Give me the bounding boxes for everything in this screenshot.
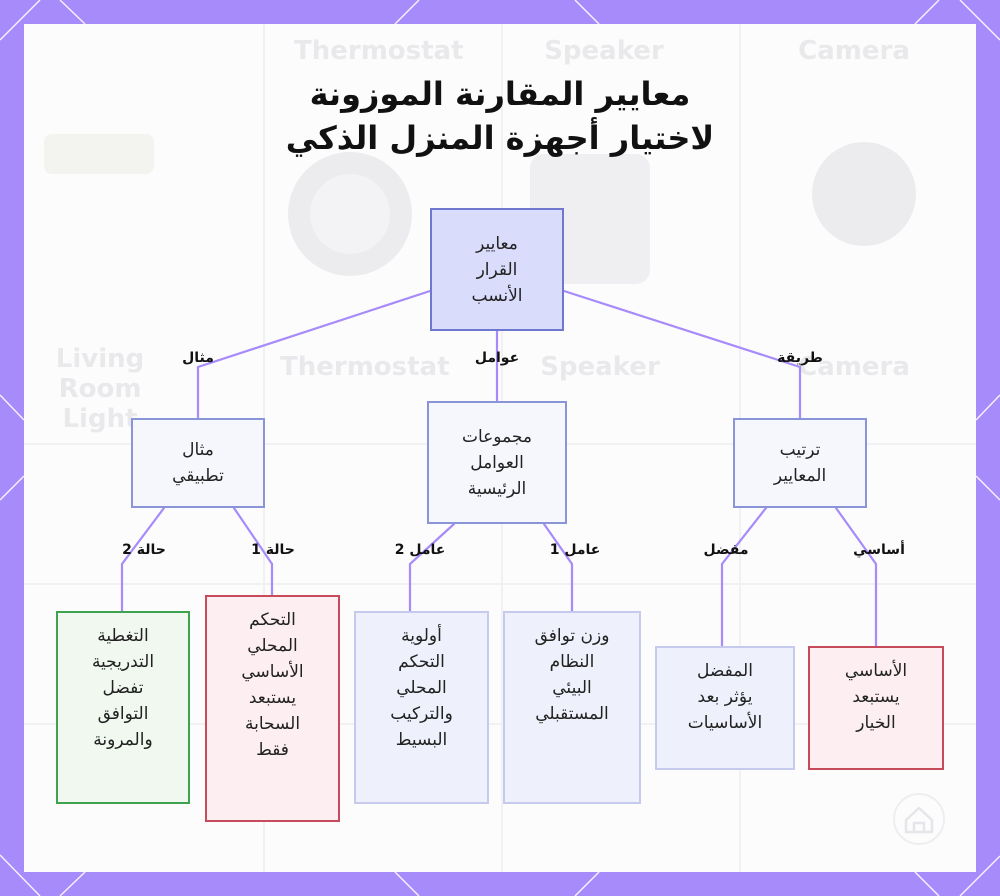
ghost-label: Thermostat bbox=[294, 36, 464, 66]
leaf-basic: الأساسي يستبعد الخيار bbox=[808, 646, 944, 770]
home-logo-icon bbox=[893, 793, 945, 845]
title-line-2: لاختيار أجهزة المنزل الذكي bbox=[285, 119, 715, 157]
root-node: معايير القرار الأنسب bbox=[430, 208, 564, 331]
connector-root-right bbox=[562, 289, 802, 420]
diagram-panel: Thermostat Speaker Camera Living Room Li… bbox=[24, 24, 976, 872]
ghost-label: Camera bbox=[798, 352, 910, 382]
edge-label-factor-2: عامل 2 bbox=[394, 542, 446, 558]
title-line-1: معايير المقارنة الموزونة bbox=[309, 75, 691, 113]
connector-center-factor1 bbox=[542, 522, 574, 613]
connector-right-preferred bbox=[720, 506, 768, 648]
edge-label-preferred: مفضل bbox=[703, 542, 749, 558]
leaf-factor-1: وزن توافق النظام البيئي المستقبلي bbox=[503, 611, 641, 804]
ghost-label: Camera bbox=[798, 36, 910, 66]
ghost-label: Speaker bbox=[544, 36, 664, 66]
leaf-case-1: التحكم المحلي الأساسي يستبعد السحابة فقط bbox=[205, 595, 340, 822]
leaf-case-2: التغطية التدريجية تفضل التوافق والمرونة bbox=[56, 611, 190, 804]
edge-label-factor-1: عامل 1 bbox=[549, 542, 601, 558]
node-factor-groups: مجموعات العوامل الرئيسية bbox=[427, 401, 567, 524]
edge-label-case-2: حالة 2 bbox=[122, 542, 166, 558]
ghost-label: Living Room Light bbox=[55, 344, 145, 434]
connector-left-case2 bbox=[120, 506, 166, 613]
leaf-preferred: المفضل يؤثر بعد الأساسيات bbox=[655, 646, 795, 770]
edge-label-method: طريقة bbox=[777, 350, 823, 366]
leaf-factor-2: أولوية التحكم المحلي والتركيب البسيط bbox=[354, 611, 489, 804]
connector-right-basic bbox=[834, 506, 878, 648]
edge-label-basic: أساسي bbox=[853, 542, 905, 558]
edge-label-case-1: حالة 1 bbox=[251, 542, 295, 558]
connector-left-case1 bbox=[232, 506, 274, 597]
diagram-title: معايير المقارنة الموزونة لاختيار أجهزة ا… bbox=[124, 72, 876, 160]
ghost-label: Thermostat bbox=[280, 352, 450, 382]
edge-label-example: مثال bbox=[182, 350, 214, 366]
node-applied-example: مثال تطبيقي bbox=[131, 418, 265, 508]
connector-root-left bbox=[196, 289, 432, 420]
node-criteria-order: ترتيب المعايير bbox=[733, 418, 867, 508]
edge-label-factors: عوامل bbox=[474, 350, 520, 366]
connector-lines bbox=[120, 289, 878, 648]
ghost-label: Speaker bbox=[540, 352, 660, 382]
connector-center-factor2 bbox=[408, 522, 456, 613]
